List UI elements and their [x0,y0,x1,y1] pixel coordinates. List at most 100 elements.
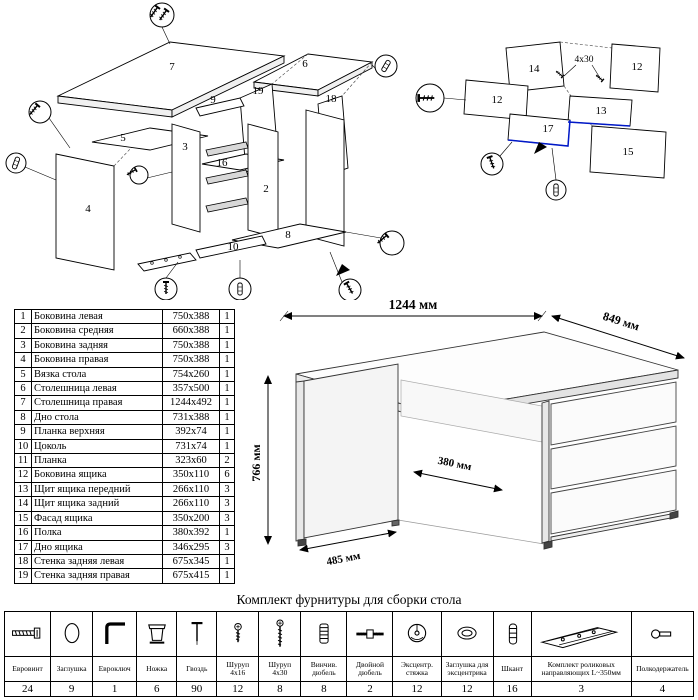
drawer-slide-detail [137,252,197,272]
part-qty-cell: 3 [219,539,235,555]
part-name-cell: Цоколь [31,438,163,455]
part-qty-cell: 6 [219,467,235,483]
part-qty-cell: 1 [219,308,235,325]
cam-cap-icon [440,611,494,657]
desk-body [295,331,679,550]
part-number: 13 [596,105,608,117]
part-number-cell: 7 [14,395,32,411]
hardware-qty: 12 [392,681,442,697]
part-qty-cell: 1 [219,553,235,570]
drawer-slides-icon [530,611,632,657]
part-size-cell: 350x110 [162,467,220,483]
hardware-callout-dowel-top [371,54,398,78]
drawer-side-left: 12 [463,79,529,121]
svg-text:380 мм: 380 мм [437,455,473,474]
part-name-cell: Стенка задняя левая [31,553,163,570]
hardware-qty: 3 [530,681,632,697]
hardware-qty: 9 [50,681,94,697]
panel-side-left: 4 [55,153,115,271]
cam-lock-icon [392,611,442,657]
part-number-cell: 11 [14,453,32,469]
part-size-cell: 346x295 [162,539,220,555]
exploded-diagrams: 7 6 19 18 [5,2,667,300]
cap-icon [50,611,94,657]
hardware-qty: 1 [92,681,138,697]
hardware-qty: 16 [492,681,532,697]
part-size-cell: 266x110 [162,481,220,498]
part-number-cell: 8 [14,409,32,426]
hardware-label: Шуруп 4x16 [216,656,260,682]
hardware-label: Евроключ [92,656,138,682]
part-size-cell: 350x200 [162,510,220,527]
part-number-cell: 3 [14,337,32,354]
hardware-qty: 2 [346,681,394,697]
part-qty-cell: 1 [219,568,235,584]
part-number: 2 [263,183,269,195]
hardware-callout-dowel [545,147,567,201]
part-number: 7 [169,61,175,73]
part-number-cell: 17 [14,539,32,555]
screw-long-icon [258,611,302,657]
part-number: 17 [543,123,555,135]
part-size-cell: 675x345 [162,553,220,570]
part-qty-cell: 1 [219,381,235,397]
hardware-qty: 6 [136,681,178,697]
shelf-support-icon [630,611,695,657]
part-size-cell: 392x74 [162,424,220,440]
dimension-front-depth: 485 мм [299,529,397,568]
part-number-cell: 10 [14,438,32,455]
part-size-cell: 357x500 [162,381,220,397]
svg-text:1244 мм: 1244 мм [389,297,438,312]
part-number-cell: 2 [14,323,32,339]
hardware-callout-dowel-left [5,152,57,181]
double-dowel-icon [346,611,394,657]
part-name-cell: Боковина правая [31,352,163,368]
part-size-cell: 750x388 [162,337,220,354]
hardware-qty: 12 [216,681,260,697]
dimension-height: 766 мм [249,375,272,545]
part-number: 4 [85,203,91,215]
hardware-label: Гвоздь [176,656,218,682]
part-name-cell: Щит ящика задний [31,496,163,512]
part-number: 8 [285,229,291,241]
part-name-cell: Щит ящика передний [31,481,163,498]
part-number: 5 [120,132,126,144]
hardware-label: Эксцентр. стяжка [392,656,442,682]
leg-icon [136,611,178,657]
svg-text:766 мм: 766 мм [249,444,263,481]
panel-tabletop-right: 7 [56,41,286,118]
part-name-cell: Фасад ящика [31,510,163,527]
part-number-cell: 6 [14,381,32,397]
part-qty-cell: 1 [219,337,235,354]
panel-side-middle-left: 3 [171,123,201,233]
part-number-cell: 14 [14,496,32,512]
part-qty-cell: 3 [219,496,235,512]
hardware-qty: 24 [3,681,52,697]
part-qty-cell: 3 [219,510,235,527]
dimension-inner-depth: 380 мм [413,455,503,493]
svg-text:849 мм: 849 мм [601,309,641,334]
hardware-label: Ножка [136,656,178,682]
part-name-cell: Боковина средняя [31,323,163,339]
hardware-callout-screws-top [147,2,175,45]
dimension-width: 1244 мм [279,297,547,322]
part-name-cell: Планка верхняя [31,424,163,440]
part-size-cell: 750x388 [162,352,220,368]
svg-text:4x30: 4x30 [575,55,594,65]
part-qty-cell: 1 [219,525,235,541]
hardware-callout-long-screw [415,83,467,113]
